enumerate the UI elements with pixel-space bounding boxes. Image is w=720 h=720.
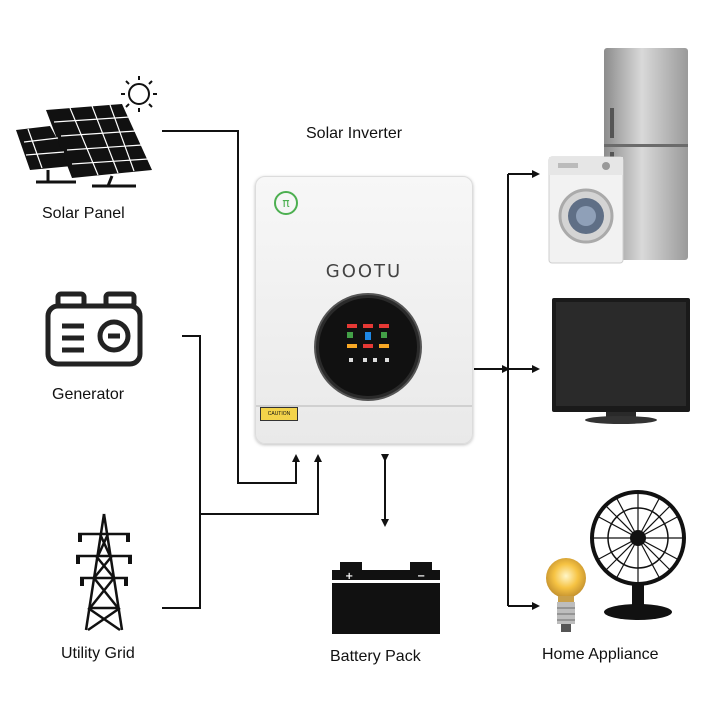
svg-text:−: − bbox=[417, 571, 425, 582]
utility-grid-connector bbox=[162, 514, 201, 609]
fan-icon bbox=[590, 490, 686, 620]
television-icon bbox=[552, 298, 690, 424]
solar-panel-label: Solar Panel bbox=[42, 205, 125, 222]
utility-grid-icon bbox=[76, 513, 132, 632]
svg-text:+: + bbox=[345, 571, 353, 582]
battery-icon: + − bbox=[330, 562, 442, 634]
inverter-display bbox=[316, 295, 420, 399]
inverter-divider bbox=[256, 405, 472, 407]
battery-pack-label: Battery Pack bbox=[330, 648, 421, 665]
home-appliance-label: Home Appliance bbox=[542, 646, 659, 663]
utility-grid-label: Utility Grid bbox=[61, 645, 135, 662]
generator-icon bbox=[45, 291, 143, 367]
washing-machine-icon bbox=[548, 156, 624, 264]
solar-inverter: π GOOTU CAUTION bbox=[255, 176, 473, 444]
solar-panel-connector bbox=[162, 130, 300, 484]
light-bulb-icon bbox=[546, 558, 586, 632]
generator-label: Generator bbox=[52, 386, 125, 403]
brand-logo-icon: π bbox=[274, 191, 298, 215]
inverter-title: Solar Inverter bbox=[306, 125, 403, 142]
inverter-brand: GOOTU bbox=[325, 261, 403, 282]
solar-panel-icon bbox=[16, 76, 157, 188]
display-screen-icon bbox=[347, 324, 389, 362]
warning-sticker: CAUTION bbox=[260, 407, 298, 421]
